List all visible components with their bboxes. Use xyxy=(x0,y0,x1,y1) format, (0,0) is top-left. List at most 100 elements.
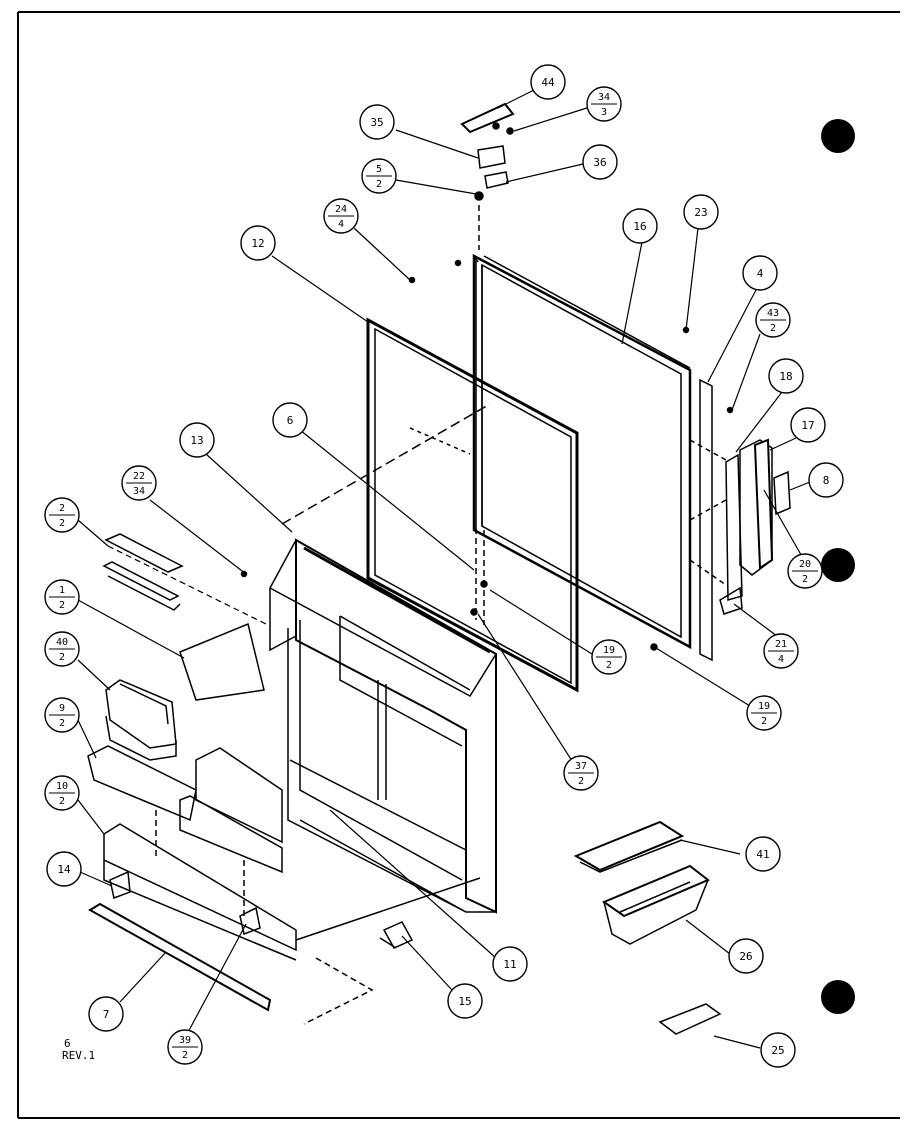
svg-text:43: 43 xyxy=(767,308,779,319)
svg-text:5: 5 xyxy=(376,164,382,175)
callout-13: 13 xyxy=(179,422,215,458)
callout-11: 11 xyxy=(492,946,528,982)
svg-text:13: 13 xyxy=(190,434,203,447)
callout-25: 25 xyxy=(760,1032,796,1068)
svg-text:2: 2 xyxy=(578,776,584,787)
svg-text:4: 4 xyxy=(778,654,784,665)
door-liner-frame xyxy=(472,253,692,650)
callout-44: 44 xyxy=(530,64,566,100)
left-shelf-parts xyxy=(102,533,265,761)
callout-17: 17 xyxy=(790,407,826,443)
svg-text:24: 24 xyxy=(335,204,347,215)
svg-text:23: 23 xyxy=(694,206,707,219)
svg-text:2: 2 xyxy=(770,323,776,334)
callout-7: 7 xyxy=(88,996,124,1032)
callout-19-2-b: 192 xyxy=(746,695,782,731)
page-border xyxy=(17,11,900,1119)
svg-text:37: 37 xyxy=(575,761,587,772)
callout-40-2: 402 xyxy=(44,631,80,667)
callout-6: 6 xyxy=(272,402,308,438)
svg-text:17: 17 xyxy=(801,419,814,432)
svg-text:21: 21 xyxy=(775,639,787,650)
svg-text:8: 8 xyxy=(823,474,830,487)
svg-text:10: 10 xyxy=(56,781,68,792)
callout-23: 23 xyxy=(683,194,719,230)
svg-text:2: 2 xyxy=(761,716,767,727)
svg-text:39: 39 xyxy=(179,1035,191,1046)
svg-text:14: 14 xyxy=(57,863,71,876)
svg-text:34: 34 xyxy=(133,486,145,497)
callout-10-2: 102 xyxy=(44,775,80,811)
svg-text:26: 26 xyxy=(739,950,752,963)
callout-18: 18 xyxy=(768,358,804,394)
callout-37-2: 372 xyxy=(563,755,599,791)
callout-8: 8 xyxy=(808,462,844,498)
callout-43-2: 432 xyxy=(755,302,791,338)
door-gasket xyxy=(366,317,579,693)
svg-text:2: 2 xyxy=(59,518,65,529)
binder-hole-bottom xyxy=(821,980,855,1014)
callout-1-2: 12 xyxy=(44,579,80,615)
callout-24-4: 244 xyxy=(323,198,359,234)
page-footer-note: 6 REV.1 xyxy=(62,1038,95,1062)
svg-text:2: 2 xyxy=(59,652,65,663)
svg-text:2: 2 xyxy=(59,796,65,807)
callout-36: 36 xyxy=(582,144,618,180)
svg-text:25: 25 xyxy=(771,1044,784,1057)
svg-text:4: 4 xyxy=(757,267,764,280)
svg-text:7: 7 xyxy=(103,1008,110,1021)
callout-21-4: 214 xyxy=(763,633,799,669)
svg-text:2: 2 xyxy=(606,660,612,671)
svg-text:41: 41 xyxy=(756,848,769,861)
svg-text:20: 20 xyxy=(799,559,811,570)
callout-19-2-a: 192 xyxy=(591,639,627,675)
svg-text:2: 2 xyxy=(802,574,808,585)
svg-text:40: 40 xyxy=(56,637,68,648)
svg-text:1: 1 xyxy=(59,585,65,596)
svg-text:2: 2 xyxy=(376,179,382,190)
svg-text:22: 22 xyxy=(133,471,145,482)
callouts: 44 35 36 12 16 23 4 18 17 8 13 6 14 7 15… xyxy=(46,64,844,1068)
callout-14: 14 xyxy=(46,851,82,887)
svg-text:36: 36 xyxy=(593,156,606,169)
callout-4: 4 xyxy=(742,255,778,291)
door-handle-parts xyxy=(689,378,791,662)
svg-text:19: 19 xyxy=(758,701,770,712)
callout-5-2: 52 xyxy=(361,158,397,194)
callout-34-3: 343 xyxy=(586,86,622,122)
footer-page-number: 6 xyxy=(64,1037,71,1050)
svg-text:35: 35 xyxy=(370,116,383,129)
svg-text:3: 3 xyxy=(601,107,607,118)
svg-text:11: 11 xyxy=(503,958,516,971)
svg-text:6: 6 xyxy=(287,414,294,427)
callout-20-2: 202 xyxy=(787,553,823,589)
footer-revision: REV.1 xyxy=(62,1049,96,1062)
svg-text:2: 2 xyxy=(182,1050,188,1061)
svg-text:18: 18 xyxy=(779,370,792,383)
right-bins xyxy=(573,820,722,1035)
callout-39-2: 392 xyxy=(167,1029,203,1065)
callout-2-2: 22 xyxy=(44,497,80,533)
binder-hole-middle xyxy=(821,548,855,582)
callout-9-2: 92 xyxy=(44,697,80,733)
callout-12: 12 xyxy=(240,225,276,261)
svg-text:15: 15 xyxy=(458,995,471,1008)
svg-text:9: 9 xyxy=(59,703,65,714)
callout-26: 26 xyxy=(728,938,764,974)
top-hinge-assembly xyxy=(460,102,515,250)
svg-text:44: 44 xyxy=(541,76,555,89)
svg-text:2: 2 xyxy=(59,503,65,514)
svg-text:19: 19 xyxy=(603,645,615,656)
binder-hole-top xyxy=(821,119,855,153)
svg-text:2: 2 xyxy=(59,600,65,611)
bracket-15 xyxy=(382,921,414,949)
cabinet-liner xyxy=(268,538,498,914)
callout-35: 35 xyxy=(359,104,395,140)
leader-lines xyxy=(77,89,811,1049)
callout-15: 15 xyxy=(447,983,483,1019)
callout-41: 41 xyxy=(745,836,781,872)
callout-16: 16 xyxy=(622,208,658,244)
